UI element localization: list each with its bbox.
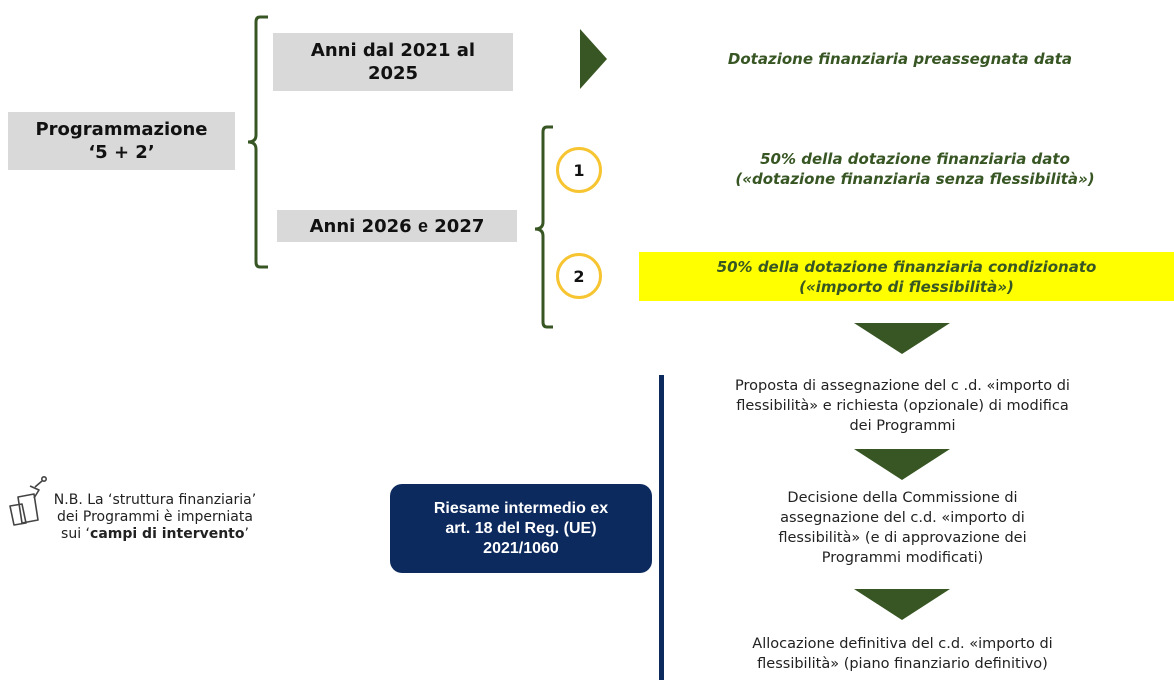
step-3-line2: flessibilità» (piano finanziario definit… xyxy=(757,656,1048,672)
step-3-text: Allocazione definitiva del c.d. «importo… xyxy=(680,634,1125,674)
step-1-line3: dei Programmi xyxy=(849,418,956,434)
step-3-line1: Allocazione definitiva del c.d. «importo… xyxy=(752,636,1053,652)
right-arrow xyxy=(580,29,607,89)
timeline-line xyxy=(659,375,664,680)
item-1-line1: 50% della dotazione finanziaria dato xyxy=(760,150,1070,168)
step-1-text: Proposta di assegnazione del c .d. «impo… xyxy=(680,376,1125,436)
period-1-box: Anni dal 2021 al 2025 xyxy=(273,33,513,91)
sub-bracket xyxy=(534,125,553,329)
period-1-line2: 2025 xyxy=(367,63,419,84)
period-2-suffix: 2027 xyxy=(434,215,485,237)
programmazione-line1: Programmazione xyxy=(35,119,208,140)
down-arrow-1 xyxy=(854,323,950,354)
riesame-line3: 2021/1060 xyxy=(483,539,559,557)
step-2-line4: Programmi modificati) xyxy=(821,550,984,566)
step-2-text: Decisione della Commissione di assegnazi… xyxy=(680,488,1125,568)
step-2-line2: assegnazione del c.d. «importo di xyxy=(780,510,1025,526)
down-arrow-3 xyxy=(854,589,950,620)
programmazione-line2: ‘5 + 2’ xyxy=(88,142,155,163)
period-2-prefix: Anni 2026 xyxy=(309,215,412,237)
item-1-text: 50% della dotazione finanziaria dato («d… xyxy=(660,149,1170,189)
item-2-highlight: 50% della dotazione finanziaria condizio… xyxy=(639,252,1174,301)
main-bracket xyxy=(247,15,268,269)
riesame-line1: Riesame intermedio ex xyxy=(433,499,609,517)
note-part2: ’ xyxy=(244,526,249,542)
step-2-line1: Decisione della Commissione di xyxy=(787,490,1018,506)
step-2-line3: flessibilità» (e di approvazione dei xyxy=(778,530,1027,546)
period-2-box: Anni 2026 e 2027 xyxy=(277,210,517,242)
item-2-line1: 50% della dotazione finanziaria condizio… xyxy=(716,257,1097,276)
step-1-line2: flessibilità» e richiesta (opzionale) di… xyxy=(736,398,1069,414)
item-1-line2: («dotazione finanziaria senza flessibili… xyxy=(735,170,1095,188)
note-pin-icon xyxy=(9,475,47,526)
item-2-line2: («importo di flessibilità») xyxy=(799,277,1014,296)
item-2-number-circle: 2 xyxy=(556,253,602,299)
period-2-conj: e xyxy=(417,215,428,236)
riesame-box: Riesame intermedio ex art. 18 del Reg. (… xyxy=(390,484,652,573)
note-part1: N.B. La ‘struttura finanziaria’ dei Prog… xyxy=(53,492,257,542)
item-1-number-circle: 1 xyxy=(556,147,602,193)
note-bold: campi di intervento xyxy=(90,526,245,542)
step-1-line1: Proposta di assegnazione del c .d. «impo… xyxy=(735,378,1070,394)
period-1-result: Dotazione finanziaria preassegnata data xyxy=(727,50,1073,68)
riesame-line2: art. 18 del Reg. (UE) xyxy=(445,519,597,537)
period-1-line1: Anni dal 2021 al xyxy=(310,40,476,61)
down-arrow-2 xyxy=(854,449,950,480)
note-text: N.B. La ‘struttura finanziaria’ dei Prog… xyxy=(48,492,262,543)
programmazione-box: Programmazione ‘5 + 2’ xyxy=(8,112,235,170)
